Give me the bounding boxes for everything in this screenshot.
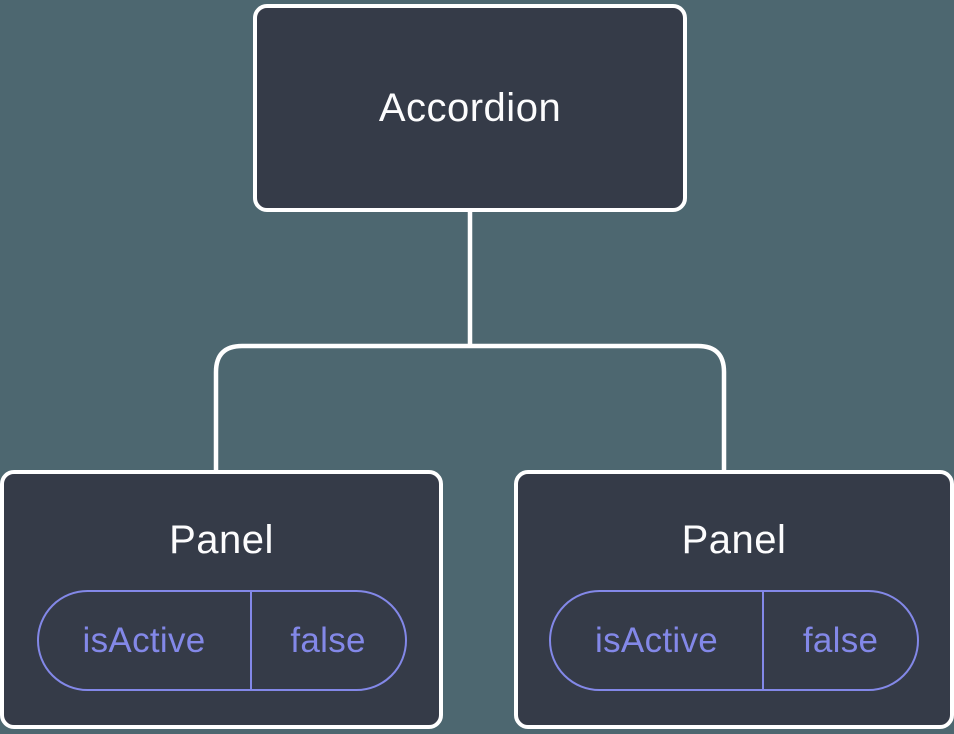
state-name: isActive xyxy=(551,592,765,689)
component-node-panel-left: Panel isActive false xyxy=(0,470,443,729)
component-label: Panel xyxy=(169,518,274,562)
component-node-accordion: Accordion xyxy=(253,4,687,212)
state-pill: isActive false xyxy=(549,590,919,691)
component-label: Panel xyxy=(681,518,787,562)
component-label: Accordion xyxy=(378,85,562,130)
state-pill: isActive false xyxy=(36,590,407,691)
branch-line xyxy=(213,343,727,470)
state-value: false xyxy=(290,620,366,660)
state-name: isActive xyxy=(39,592,252,689)
component-node-panel-right: Panel isActive false xyxy=(514,470,954,729)
state-value: false xyxy=(802,620,879,660)
